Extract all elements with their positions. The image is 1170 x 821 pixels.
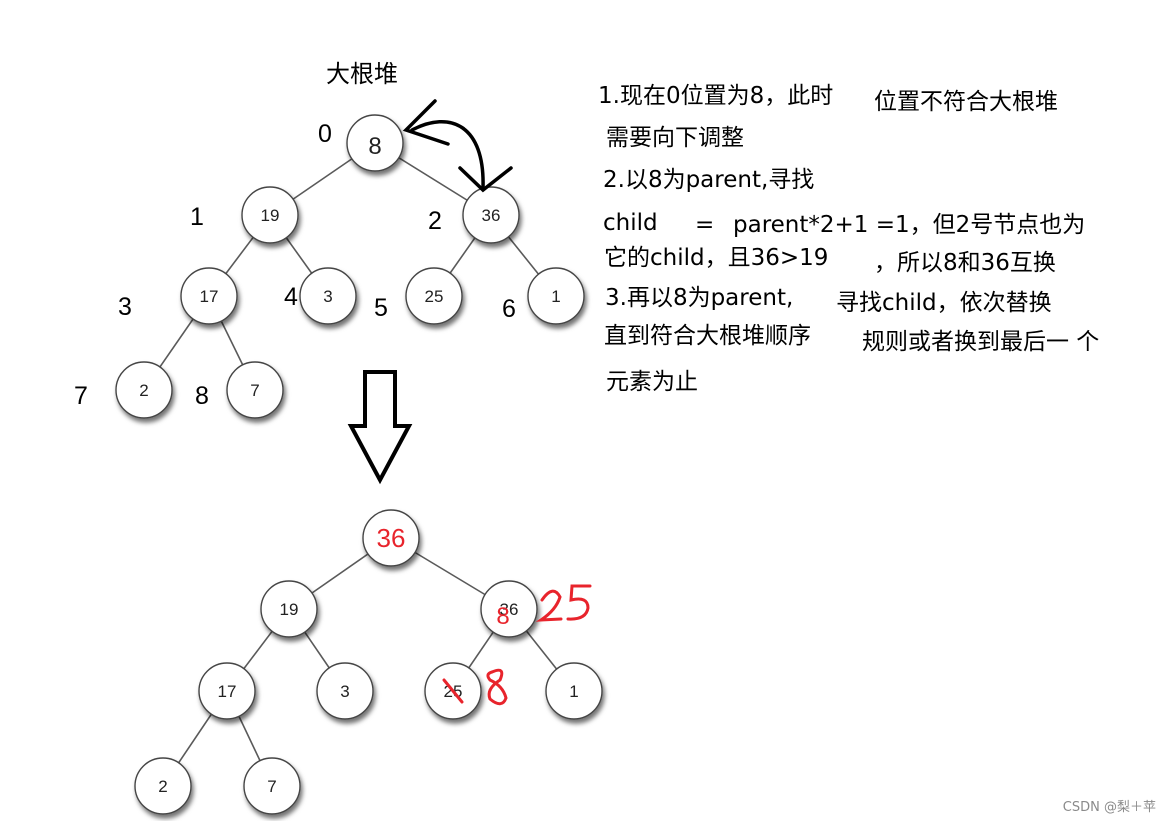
bottom-node-label: 3 [340, 682, 349, 701]
handwritten-25-two [535, 589, 563, 622]
top-node-label: 7 [250, 381, 259, 400]
top-node-label: 25 [425, 287, 444, 306]
index-label-0: 0 [318, 120, 332, 148]
index-label-7: 7 [74, 382, 88, 410]
bottom-node-circle [243, 757, 301, 815]
top-node-circle [180, 267, 238, 325]
top-node-circle [405, 267, 463, 325]
explanation-line: 直到符合大根堆顺序 [604, 323, 811, 349]
top-node-circle [462, 186, 520, 244]
bottom-node-6: 1 [545, 662, 603, 720]
handwritten-8 [486, 668, 508, 706]
explanation-line: 3.再以8为parent, [605, 285, 794, 311]
bottom-node-0: 36 [362, 509, 420, 567]
top-node-label: 1 [551, 287, 560, 306]
bottom-node-label: 7 [267, 777, 276, 796]
index-label-6: 6 [502, 295, 516, 323]
top-node-6: 1 [527, 267, 585, 325]
bottom-node-7: 2 [134, 757, 192, 815]
bottom-node-circle [316, 662, 374, 720]
top-node-circle [226, 361, 284, 419]
explanation-line: 1.现在0位置为8，此时 [598, 83, 834, 109]
top-node-7: 2 [115, 361, 173, 419]
top-node-0: 8 [346, 114, 404, 172]
bottom-node-8: 7 [243, 757, 301, 815]
handwritten-25-five [566, 584, 592, 621]
bottom-node-label: 19 [280, 600, 299, 619]
index-label-8: 8 [195, 382, 209, 410]
explanation-line: = [695, 212, 715, 238]
index-label-3: 3 [118, 293, 132, 321]
bottom-node-3: 17 [198, 662, 256, 720]
index-label-2: 2 [428, 207, 442, 235]
bottom-node-2: 36 [480, 580, 538, 638]
handwritten-annotations [442, 584, 592, 706]
top-node-label: 19 [261, 206, 280, 225]
bottom-node-4: 3 [316, 662, 374, 720]
top-node-8: 7 [226, 361, 284, 419]
bottom-node-label: 17 [218, 682, 237, 701]
bottom-node-circle [260, 580, 318, 638]
bottom-tree-edges [162, 537, 575, 787]
top-node-circle [241, 186, 299, 244]
explanation-line: parent*2+1 =1，但2号节点也为 [733, 212, 1086, 238]
top-node-1: 19 [241, 186, 299, 244]
explanation-line: 它的child，且36>19 [604, 245, 829, 271]
top-node-3: 17 [180, 267, 238, 325]
strike-one [442, 678, 464, 704]
top-node-circle [346, 114, 404, 172]
top-node-label: 17 [200, 287, 219, 306]
explanation-line: 2.以8为parent,寻找 [603, 167, 815, 193]
bottom-node-circle [362, 509, 420, 567]
explanation-line: 元素为止 [606, 369, 698, 395]
explanation-line: ，所以8和36互换 [874, 250, 1056, 276]
bottom-node-circle [198, 662, 256, 720]
top-node-2: 36 [462, 186, 520, 244]
watermark: CSDN @梨＋苹 [1062, 800, 1156, 815]
explanation-line: 规则或者换到最后一 个 [862, 329, 1100, 355]
index-label-4: 4 [284, 283, 298, 311]
top-node-circle [115, 361, 173, 419]
down-arrow [347, 370, 413, 485]
bottom-node-label: 36 [500, 600, 519, 619]
bottom-node-circle [134, 757, 192, 815]
index-label-5: 5 [374, 294, 388, 322]
explanation-line: 寻找child，依次替换 [836, 290, 1052, 316]
bottom-node-label: 1 [569, 682, 578, 701]
bottom-node-circle [545, 662, 603, 720]
top-node-label: 2 [139, 381, 148, 400]
explanation-line: 需要向下调整 [606, 125, 744, 151]
bottom-node-label: 36 [377, 523, 406, 553]
explanation-line: 位置不符合大根堆 [874, 89, 1058, 115]
top-node-label: 36 [482, 206, 501, 225]
bottom-node-1: 19 [260, 580, 318, 638]
node2-overlay-eight: 8 [496, 603, 509, 630]
top-node-4: 3 [299, 267, 357, 325]
swap-arrow [402, 99, 513, 193]
index-label-1: 1 [190, 203, 204, 231]
bottom-node-circle [480, 580, 538, 638]
top-node-circle [527, 267, 585, 325]
top-node-label: 3 [323, 287, 332, 306]
top-node-label: 8 [368, 133, 381, 160]
diagram-title: 大根堆 [326, 60, 398, 88]
top-node-circle [299, 267, 357, 325]
explanation-line: child [603, 210, 658, 236]
bottom-node-label: 2 [158, 777, 167, 796]
top-node-5: 25 [405, 267, 463, 325]
